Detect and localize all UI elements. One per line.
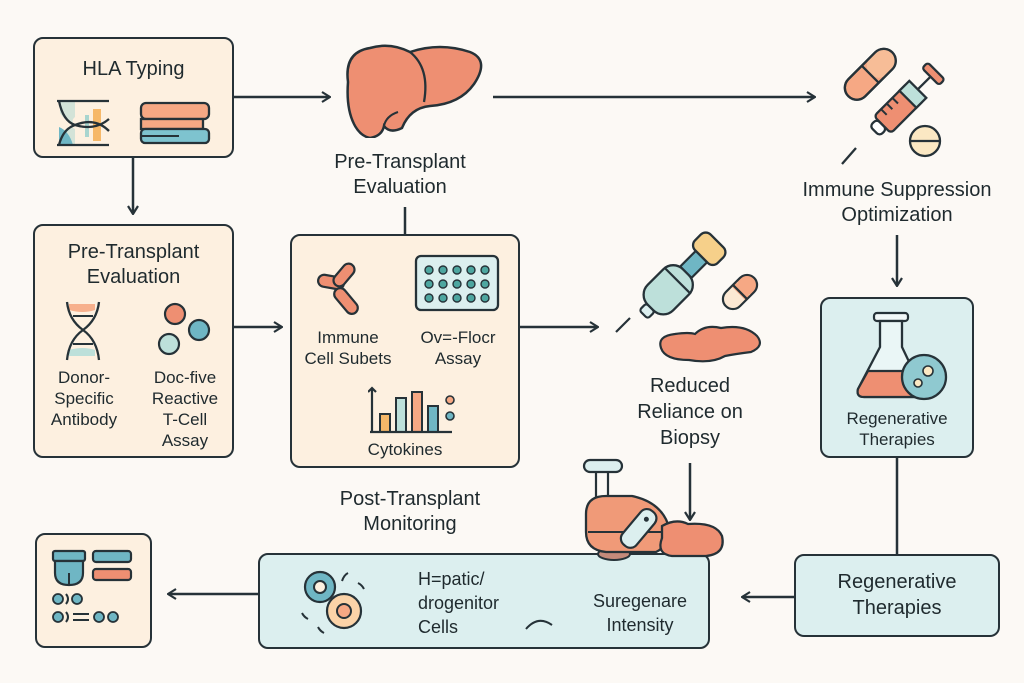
tcell-line-3: T-Cell [162, 410, 208, 429]
cells-icon [157, 302, 211, 356]
biopsy-title-3: Biopsy [659, 427, 721, 449]
tablet-icon [908, 124, 942, 158]
liver-device-icon [582, 458, 724, 561]
hepatic-line-2: drogenitor [418, 593, 500, 613]
stem-cells-icon [301, 570, 365, 634]
hepatic-line-3: Cells [418, 617, 459, 637]
flow-assay-line-2: Assay [434, 349, 482, 368]
pre-eval-title-1: Pre-Transplant [67, 241, 200, 263]
pre-eval-title-2: Evaluation [86, 266, 181, 288]
regen-box-title-1: Regenerative [846, 409, 948, 428]
capsule-icon [721, 273, 759, 311]
capsule-icon [843, 47, 897, 101]
report-card[interactable] [35, 533, 152, 648]
syringe-icon [841, 62, 945, 165]
tissue-icon [659, 325, 761, 363]
regenerative-bottom-box[interactable]: Regenerative Therapies [794, 554, 1000, 637]
regenerative-box[interactable]: Regenerative Therapies [820, 297, 974, 458]
dna-icon [57, 99, 110, 147]
immune-suppression-title-1: Immune Suppression [802, 179, 992, 201]
well-plate-icon [414, 254, 500, 312]
tcell-line-2: Reactive [151, 389, 219, 408]
bottom-strip[interactable]: H=patic/ drogenitor Cells Suregenare Int… [258, 553, 710, 649]
flask-icon [856, 311, 948, 401]
regen-bottom-title-2: Therapies [852, 597, 942, 619]
immune-cell-line-2: Cell Subets [304, 349, 392, 368]
tcell-line-1: Doc-five [153, 368, 217, 387]
biopsy-title-2: Reliance on [637, 401, 743, 423]
liver-eval-title-2: Evaluation [353, 176, 447, 198]
liver-icon [346, 44, 483, 138]
regen-box-title-2: Therapies [859, 430, 935, 449]
bar-chart-icon [368, 386, 455, 434]
arc-icon [525, 619, 553, 630]
dsa-line-1: Donor- [58, 368, 110, 387]
immune-cell-line-1: Immune [317, 328, 379, 347]
dna-icon [65, 301, 101, 361]
intensity-line-1: Suregenare [592, 591, 688, 611]
hla-typing-box[interactable]: HLA Typing [33, 37, 234, 158]
immune-suppression-title-2: Optimization [841, 204, 953, 226]
tcell-line-4: Assay [161, 431, 209, 450]
post-transplant-title-1: Post-Transplant [339, 488, 481, 510]
hla-typing-title: HLA Typing [82, 58, 185, 80]
biopsy-needle-icon [615, 231, 727, 333]
biopsy-title-1: Reduced [649, 375, 731, 397]
hepatic-line-1: H=patic/ [418, 569, 485, 589]
liver-eval-title-1: Pre-Transplant [334, 151, 466, 173]
dsa-line-3: Antibody [50, 410, 118, 429]
cytokines-label: Cytokines [367, 440, 443, 459]
gel-bands-icon [139, 101, 211, 145]
antibody-icon [317, 262, 359, 315]
dsa-line-2: Specific [54, 389, 114, 408]
post-transplant-title-2: Monitoring [363, 513, 457, 535]
intensity-line-2: Intensity [606, 615, 674, 635]
monitoring-panel-box[interactable]: Immune Cell Subets Ov=-Flocr Assay Cytok… [290, 234, 520, 468]
report-icon [51, 549, 133, 623]
regen-bottom-title-1: Regenerative [837, 571, 957, 593]
pre-transplant-eval-box[interactable]: Pre-Transplant Evaluation Donor- Specifi… [33, 224, 234, 458]
flow-assay-line-1: Ov=-Flocr [420, 328, 496, 347]
